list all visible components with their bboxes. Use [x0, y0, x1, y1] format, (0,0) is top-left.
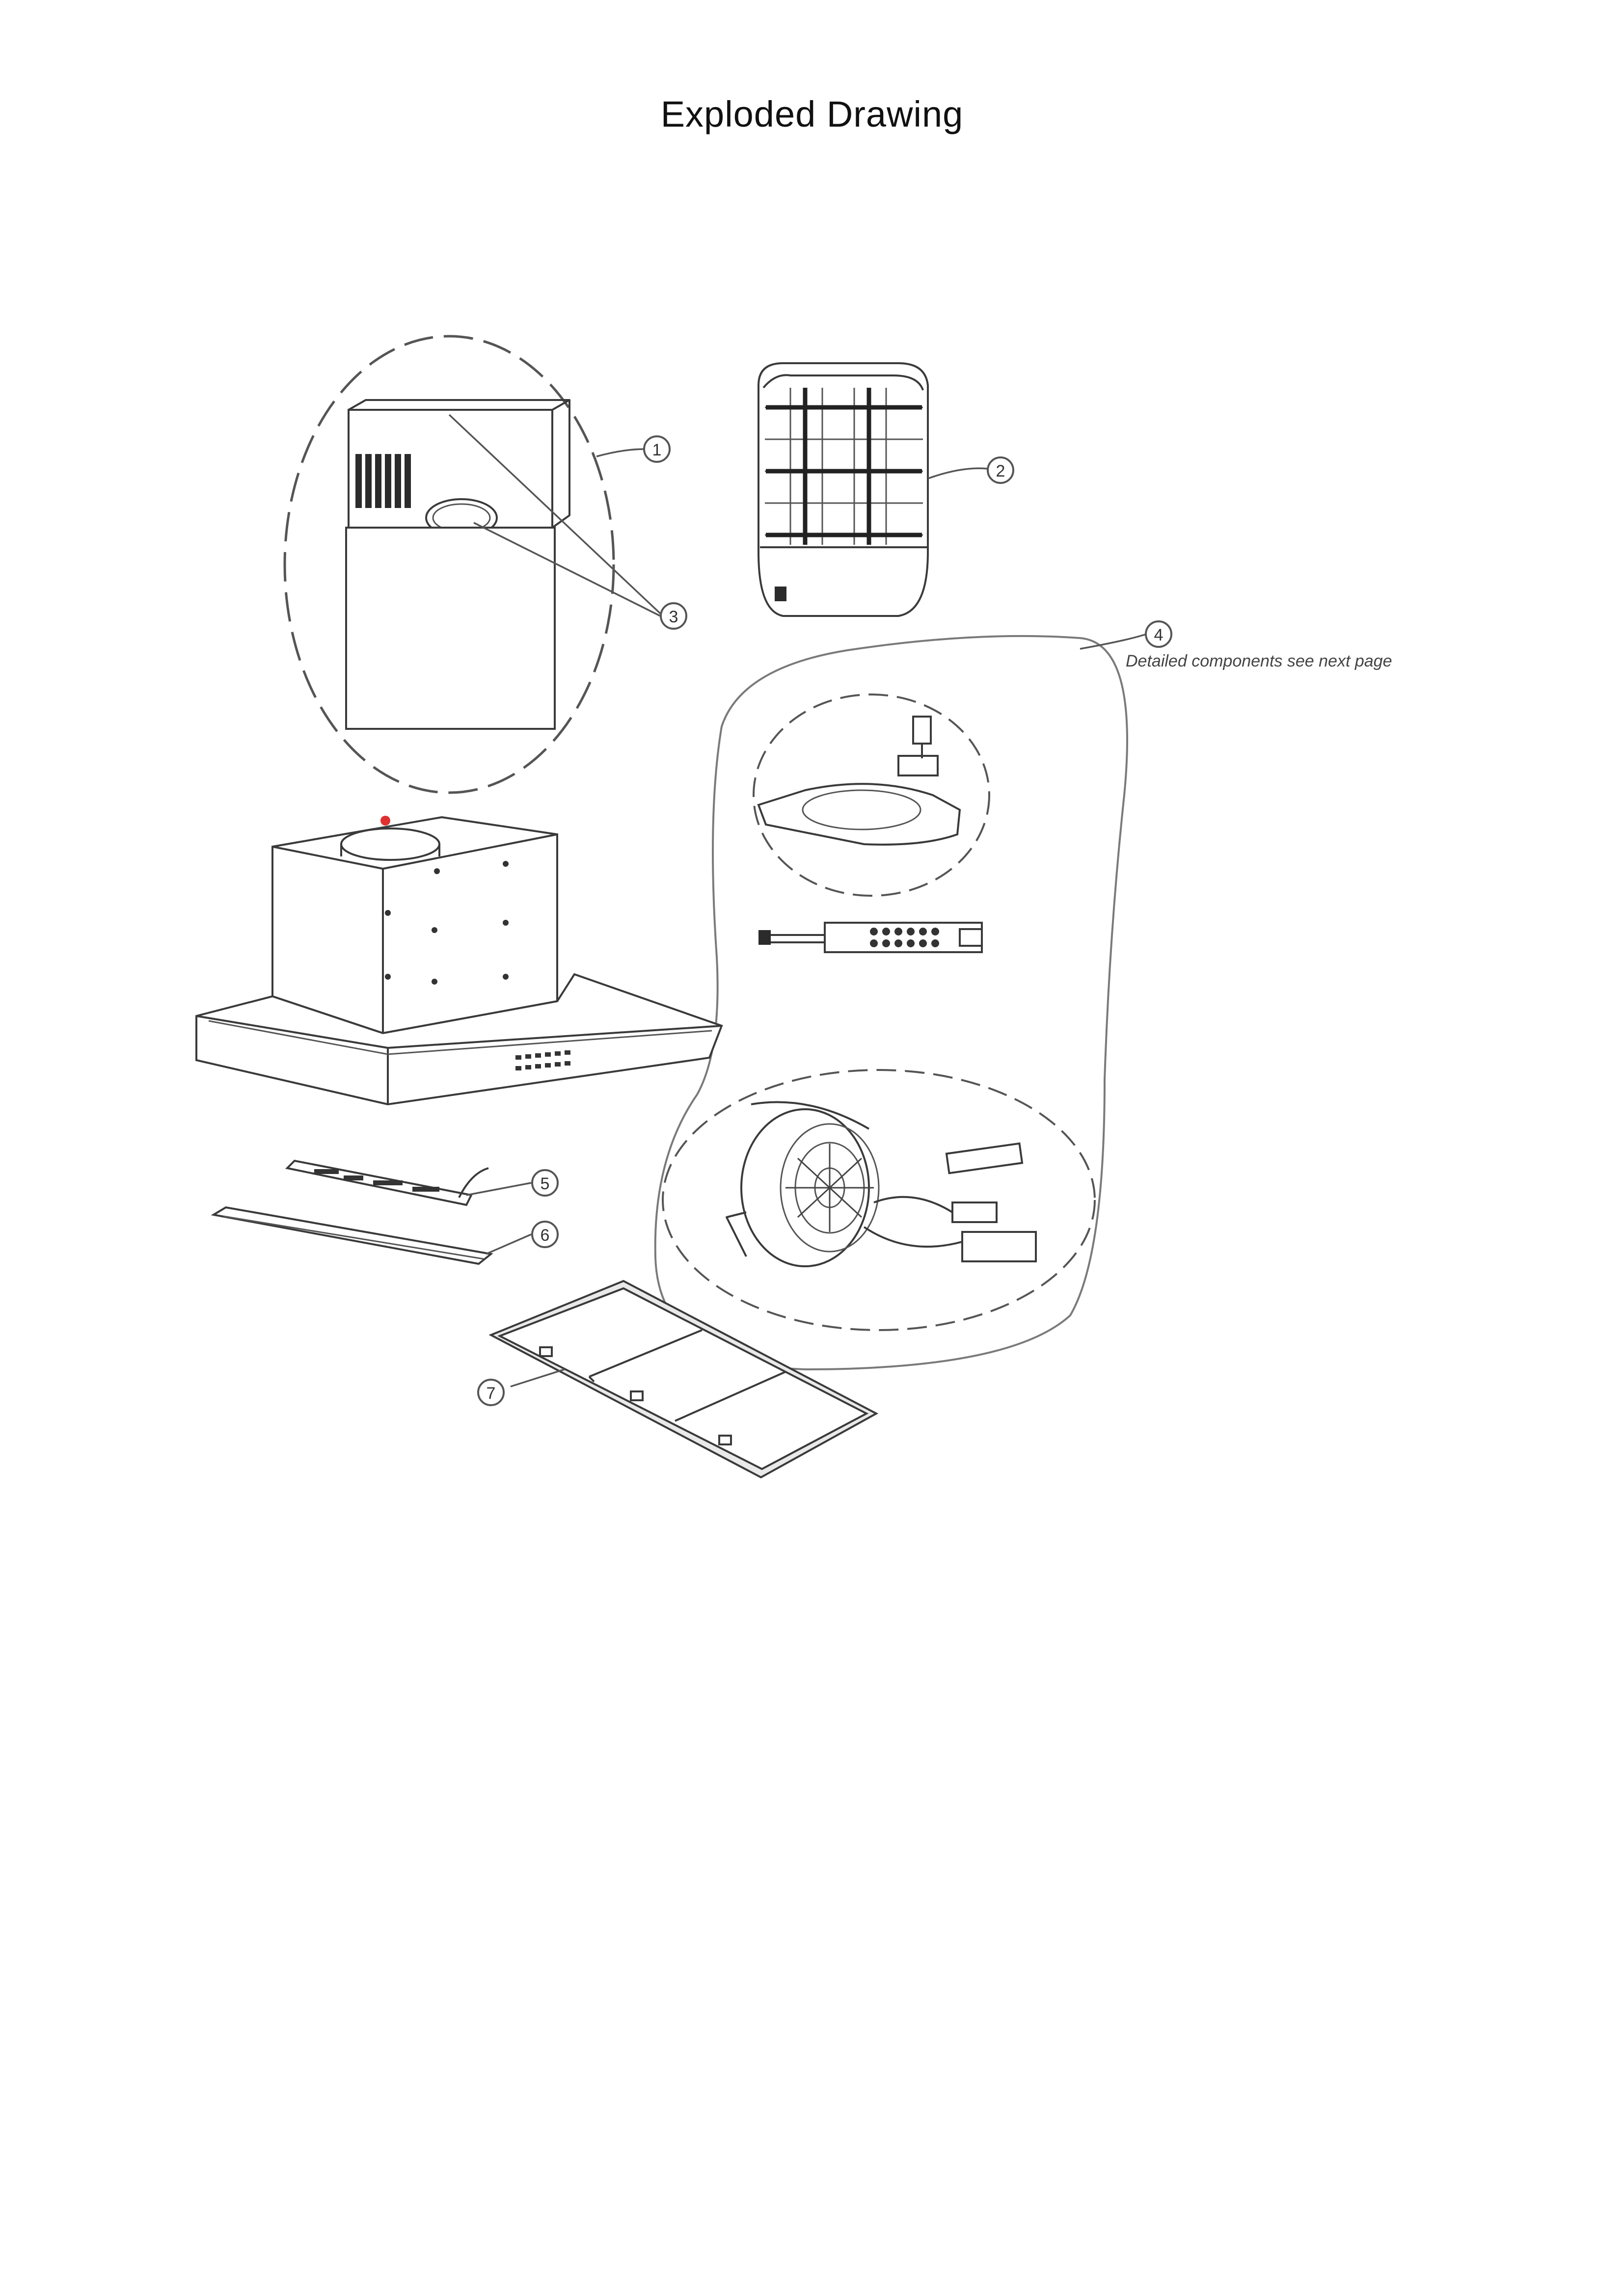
svg-text:4: 4	[1154, 626, 1164, 644]
balloon-5: 5	[531, 1169, 559, 1197]
lower-chimney	[345, 527, 556, 730]
warning-dot	[380, 816, 390, 826]
control-switch-bar	[758, 922, 983, 953]
balloon-6: 6	[531, 1221, 559, 1248]
balloon-7: 7	[477, 1379, 505, 1406]
detail-note: Detailed components see next page	[1126, 652, 1392, 670]
svg-text:7: 7	[487, 1384, 496, 1403]
grease-filters	[488, 1280, 879, 1479]
connector-block	[951, 1201, 998, 1223]
hood-body	[195, 816, 723, 1106]
svg-text:6: 6	[541, 1226, 550, 1245]
control-buttons	[515, 1050, 570, 1070]
svg-text:3: 3	[669, 608, 678, 626]
light-cover	[211, 1206, 532, 1265]
motor-group-outline	[662, 1069, 1096, 1331]
balloon-3: 3	[660, 602, 687, 630]
balloon-2: 2	[987, 456, 1014, 484]
page-title: Exploded Drawing	[660, 94, 964, 134]
blower-assembly-group	[654, 633, 1147, 1371]
blower-motor	[726, 1101, 880, 1267]
svg-text:1: 1	[652, 441, 662, 459]
capacitor-board	[945, 1142, 1024, 1175]
chimney-cover-group	[283, 335, 661, 794]
balloon-4: 4	[1145, 620, 1172, 648]
junction-box	[961, 1231, 1037, 1262]
filter-housing	[758, 362, 988, 617]
vent-slots	[355, 454, 411, 508]
bracket-group-outline	[753, 694, 990, 897]
balloon-1: 1	[643, 435, 671, 463]
light-strip	[285, 1159, 532, 1206]
chimney-group-outline	[283, 335, 615, 794]
svg-text:5: 5	[541, 1175, 550, 1193]
svg-text:2: 2	[996, 462, 1005, 481]
